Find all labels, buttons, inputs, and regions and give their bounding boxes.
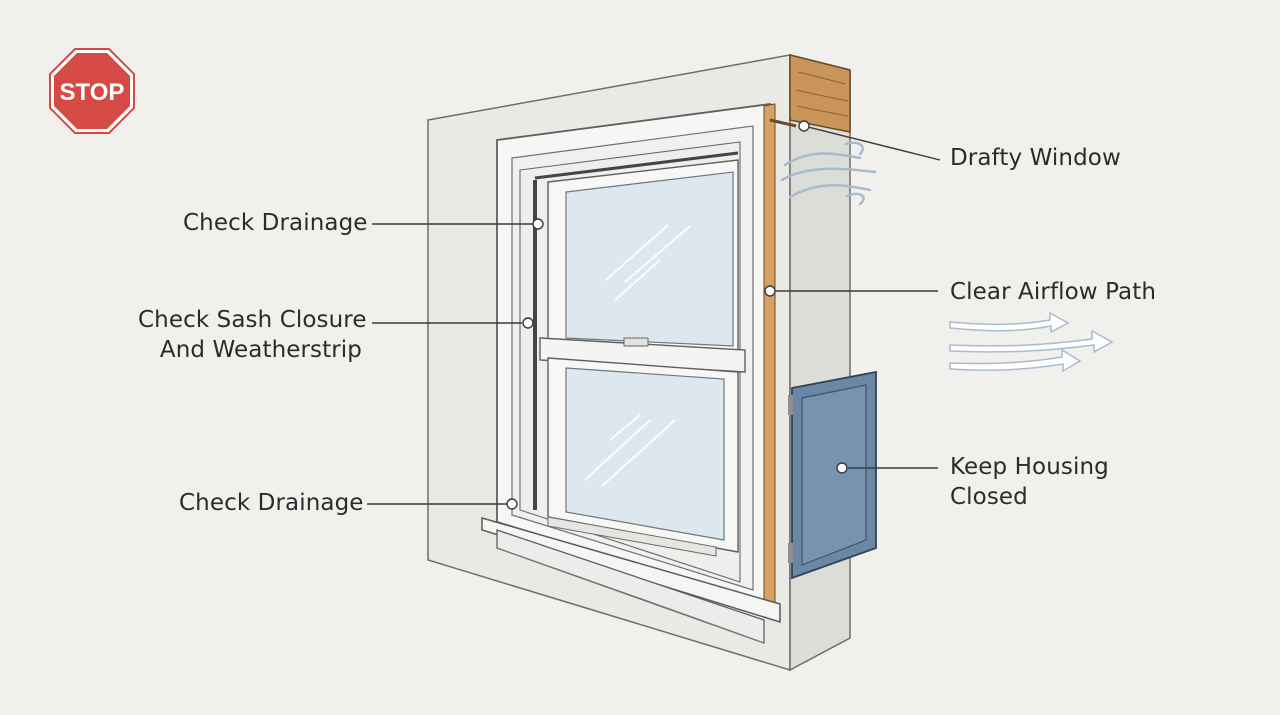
meeting-rail	[539, 337, 746, 373]
label-check-drainage-top-text: Check Drainage	[183, 210, 368, 236]
window-sill	[481, 517, 781, 644]
stop-sign-icon: STOP	[49, 48, 135, 134]
stop-sign-text: STOP	[60, 79, 125, 106]
label-keep-housing-line1: Keep Housing	[950, 454, 1109, 480]
upper-sash	[547, 159, 739, 351]
marker-check-sash	[522, 317, 534, 329]
marker-check-drainage-top	[532, 218, 544, 230]
label-keep-housing: Keep Housing Closed	[950, 452, 1109, 512]
callout-lines	[367, 118, 941, 510]
leader-drafty-window	[803, 125, 941, 161]
label-drafty-window-text: Drafty Window	[950, 145, 1121, 171]
label-check-sash-line1: Check Sash Closure	[138, 307, 367, 333]
housing-panel	[788, 370, 877, 580]
lower-sash	[547, 357, 739, 557]
label-check-drainage-bottom: Check Drainage	[179, 488, 364, 518]
label-keep-housing-line2: Closed	[950, 484, 1028, 510]
marker-keep-housing	[836, 462, 848, 474]
marker-drafty-window	[798, 120, 810, 132]
label-clear-airflow-path-text: Clear Airflow Path	[950, 279, 1157, 305]
wood-header	[789, 54, 851, 133]
draft-swirl-icon	[780, 141, 877, 206]
label-check-sash-line2: And Weatherstrip	[159, 337, 362, 363]
label-clear-airflow-path: Clear Airflow Path	[950, 277, 1156, 307]
label-check-sash: Check Sash Closure And Weatherstrip	[138, 305, 367, 365]
marker-check-drainage-bottom	[506, 498, 518, 510]
marker-clear-airflow-path	[764, 285, 776, 297]
label-drafty-window: Drafty Window	[950, 143, 1121, 173]
airflow-arrows-icon	[949, 311, 1114, 373]
label-check-drainage-bottom-text: Check Drainage	[179, 490, 364, 516]
label-check-drainage-top: Check Drainage	[183, 208, 368, 238]
